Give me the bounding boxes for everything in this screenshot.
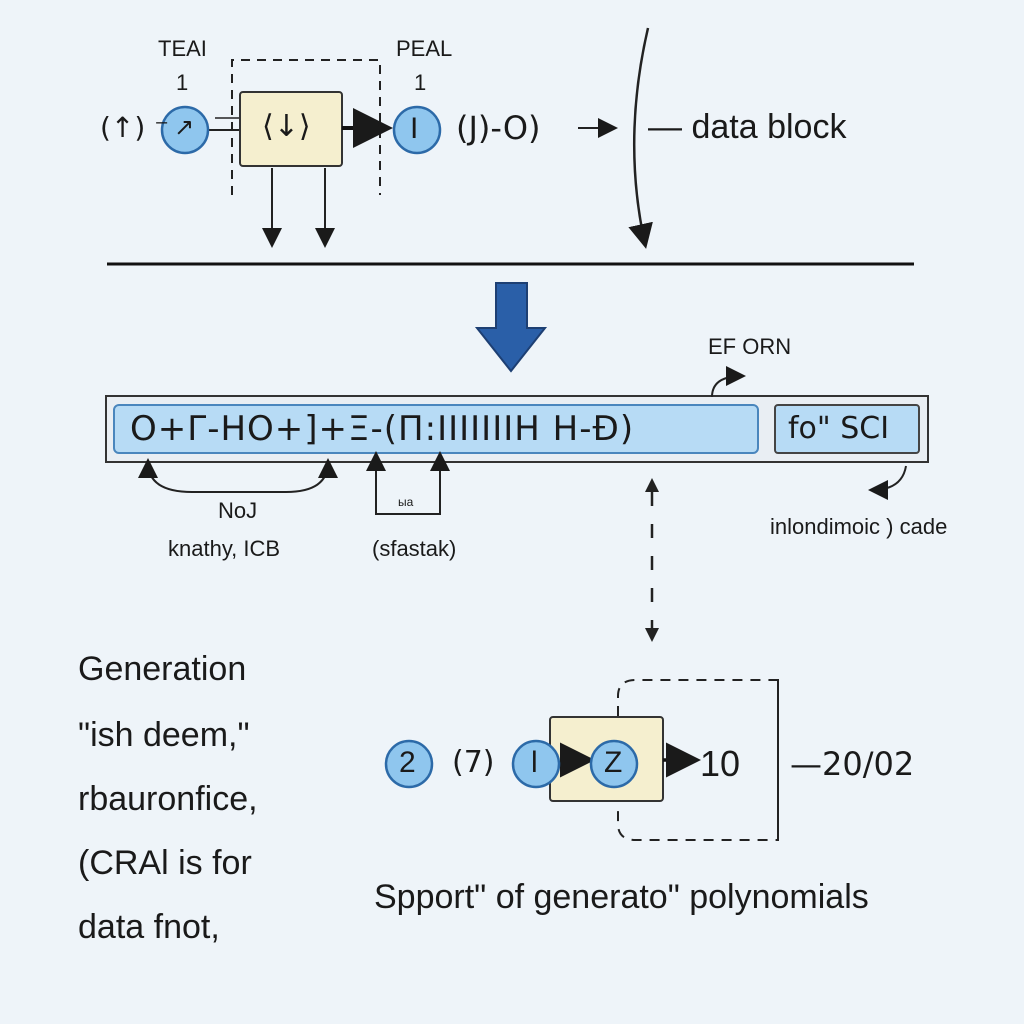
circle-bottom-b-label: l [531,746,538,779]
circle-top-right-label: I [410,112,419,145]
bracket-connector-left [147,458,338,493]
register-main-cells-text: O+Γ-HO+]+Ξ-(Π:ΙΙΙΙΙΙΙH H-Đ) [130,409,635,449]
circle-node-top-left [160,105,210,155]
register-side-cell [774,404,920,454]
bottom-output-value: 10 [700,743,741,784]
bottom-caption: Spport" of generato" polynomials [374,878,869,916]
label-teai: TEAI [158,36,207,61]
circle-bottom-a-label: 2 [399,746,416,779]
circle-node-top-right [392,105,442,155]
small-box-connector [375,462,441,515]
sidebar-line-1: Generation [78,650,247,688]
sidebar-line-3: rbauronfice, [78,780,258,818]
register-side-cell-text: fo" SCI [788,411,890,446]
label-noj: NoJ [218,498,258,523]
dashed-feedback-loop-top [231,59,381,195]
output-symbol: (J)-O) [456,109,541,147]
sidebar-line-5: data fnot, [78,908,220,946]
circle-bottom-c-label: Z [604,746,623,779]
curved-bracket-line [628,27,653,249]
big-down-arrow-icon [474,282,548,373]
label-sfastak: (sfastak) [372,536,457,561]
bottom-output-code: —20/02 [790,745,915,783]
input-symbol: (↑) ⁻ [100,111,169,144]
circle-node-bottom-b [511,739,561,789]
label-inlondimoic: inlondimoic ) cade [770,514,948,539]
label-peal-number: 1 [414,70,427,95]
circle-node-bottom-a [384,739,434,789]
box-top-label: ⟨↓⟩ [262,109,311,144]
label-peal: PEAL [396,36,453,61]
data-block-label: — data block [648,108,847,146]
register-header-label: EF ORN [708,334,792,359]
sidebar-line-4: (CRAl is for [78,844,252,882]
label-knathy: knathy, ICB [168,536,281,561]
bottom-mid-symbol: (7) [452,745,495,780]
label-teai-number: 1 [176,70,189,95]
sidebar-line-2: "ish deem," [78,716,250,754]
circle-node-bottom-c [589,739,639,789]
circle-top-left-label: ↗ [174,114,195,141]
dashed-feedback-loop-bottom [617,679,779,841]
label-small-box: ыа [398,495,414,509]
